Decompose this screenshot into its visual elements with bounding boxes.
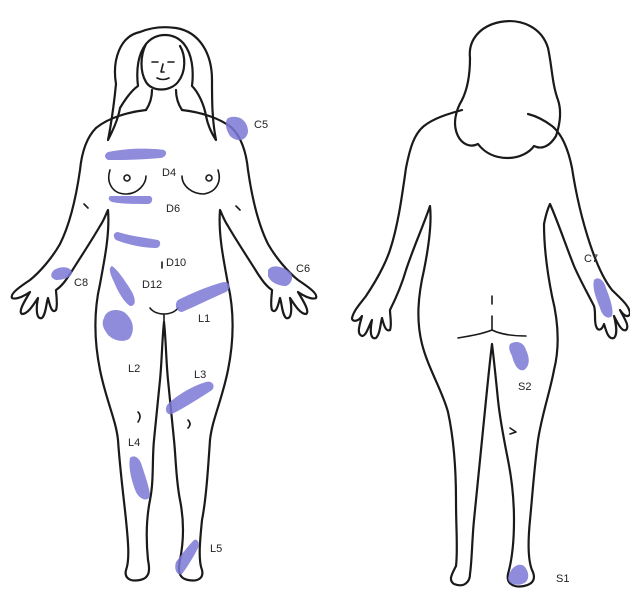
- zone-l3: [166, 382, 214, 415]
- zone-c6: [268, 266, 292, 286]
- label-l4: L4: [128, 437, 140, 449]
- zone-d4: [105, 149, 166, 160]
- front-mouth: [157, 78, 169, 80]
- front-zones: [51, 117, 292, 575]
- label-d12: D12: [142, 279, 162, 291]
- zone-s2: [509, 342, 529, 370]
- zone-l4: [129, 456, 150, 499]
- front-breast-right: [182, 170, 219, 194]
- back-knees: [510, 428, 516, 434]
- zone-d10: [114, 232, 160, 248]
- label-d4: D4: [162, 167, 176, 179]
- front-neck: [146, 90, 182, 110]
- front-figure: [12, 27, 317, 580]
- label-s1: S1: [556, 573, 569, 585]
- label-c7: C7: [584, 253, 598, 265]
- back-buttocks: [458, 330, 526, 338]
- zone-l5: [175, 540, 199, 575]
- label-d6: D6: [166, 203, 180, 215]
- back-body: [352, 110, 630, 587]
- back-figure: [352, 21, 630, 586]
- label-s2: S2: [518, 381, 531, 393]
- label-c8: C8: [74, 277, 88, 289]
- label-c6: C6: [296, 263, 310, 275]
- front-hair: [108, 27, 216, 140]
- zone-l1: [176, 282, 230, 312]
- front-nose: [161, 64, 164, 72]
- label-l3: L3: [194, 369, 206, 381]
- front-breast-left: [109, 170, 146, 194]
- zone-c7: [593, 278, 612, 317]
- front-torso: [12, 110, 317, 581]
- front-pubic: [150, 308, 178, 324]
- zone-s1: [508, 565, 528, 585]
- label-l1: L1: [198, 313, 210, 325]
- label-l5: L5: [210, 543, 222, 555]
- zone-d6: [109, 196, 152, 204]
- zone-l2: [103, 310, 133, 341]
- back-hair: [455, 21, 560, 158]
- front-knees: [138, 412, 190, 428]
- back-zones: [508, 278, 613, 584]
- label-c5: C5: [254, 119, 268, 131]
- zone-c8: [51, 267, 72, 280]
- zone-c5: [226, 117, 248, 140]
- label-l2: L2: [128, 363, 140, 375]
- zone-d12: [110, 266, 135, 306]
- label-d10: D10: [166, 257, 186, 269]
